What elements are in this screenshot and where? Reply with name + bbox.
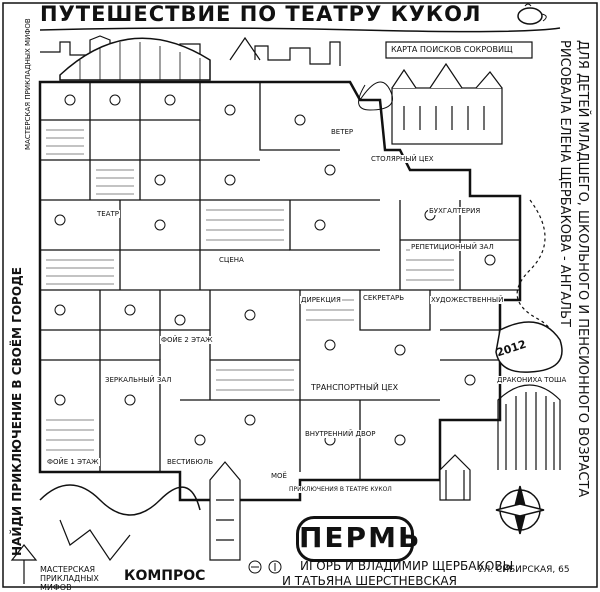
label-table: СТОЛЯРНЫЙ ЦЕХ <box>370 155 435 163</box>
label-foyer-1: ФОЙЕ 1 ЭТАЖ <box>46 458 100 466</box>
label-artist: ХУДОЖЕСТВЕННЫЙ <box>430 296 505 304</box>
map-title: ПУТЕШЕСТВИЕ ПО ТЕАТРУ КУКОЛ <box>40 2 482 26</box>
address-label: УЛ. СИБИРСКАЯ, 65 <box>478 565 570 575</box>
cup-icon <box>517 3 547 25</box>
castle-illustration <box>391 62 503 145</box>
label-treasure-map: КАРТА ПОИСКОВ СОКРОВИЩ <box>390 45 514 54</box>
label-foyer-2: ФОЙЕ 2 ЭТАЖ <box>160 336 214 344</box>
compros-label: КОМПРОС <box>124 568 206 584</box>
tower-illustration <box>209 461 241 561</box>
authors-line-1: ИГОРЬ И ВЛАДИМИР ЩЕРБАКОВЫ <box>300 559 514 573</box>
left-slogan: НАЙДИ ПРИКЛЮЧЕНИЕ В СВОЁМ ГОРОДЕ <box>10 267 24 556</box>
label-adventures: ПРИКЛЮЧЕНИЯ В ТЕАТРЕ КУКОЛ <box>288 486 393 493</box>
workshop-side-label: МАСТЕРСКАЯ ПРИКЛАДНЫХ МИФОВ <box>24 18 32 150</box>
label-wind: ВЕТЕР <box>330 128 355 136</box>
label-rehearsal: РЕПЕТИЦИОННЫЙ ЗАЛ <box>410 243 495 251</box>
workshop-label: МАСТЕРСКАЯ ПРИКЛАДНЫХ МИФОВ <box>40 565 99 592</box>
label-accounting: БУХГАЛТЕРИЯ <box>428 207 482 215</box>
label-vestibule: ВЕСТИБЮЛЬ <box>166 458 215 466</box>
label-theatre: ТЕАТР <box>96 210 120 218</box>
label-dragon: ДРАКОНИХА ТОША <box>496 376 568 384</box>
illustrator-credit: РИСОВАЛА ЕЛЕНА ЩЕРБАКОВА - АНГАЛЬТ <box>557 40 572 327</box>
authors-line-2: И ТАТЬЯНА ШЕРСТНЕВСКАЯ <box>282 574 457 588</box>
label-inner-yard: ВНУТРЕННИЙ ДВОР <box>304 430 377 438</box>
city-badge: ПЕРМЬ <box>296 516 419 562</box>
label-stage: СЦЕНА <box>218 256 245 264</box>
compass-icon <box>495 485 545 535</box>
right-side-text: ДЛЯ ДЕТЕЙ МЛАДШЕГО, ШКОЛЬНОГО И ПЕНСИОНН… <box>552 40 600 560</box>
gate-illustration <box>497 384 561 470</box>
hatch-pattern <box>46 129 454 451</box>
label-transport: ТРАНСПОРТНЫЙ ЦЕХ <box>310 383 400 392</box>
label-my: МОЁ <box>270 472 288 480</box>
label-secretary: СЕКРЕТАРЬ <box>362 294 406 302</box>
audience-text: ДЛЯ ДЕТЕЙ МЛАДШЕГО, ШКОЛЬНОГО И ПЕНСИОНН… <box>575 40 590 498</box>
label-directorate: ДИРЕКЦИЯ <box>300 296 342 304</box>
label-mirror-hall: ЗЕРКАЛЬНЫЙ ЗАЛ <box>104 376 173 384</box>
